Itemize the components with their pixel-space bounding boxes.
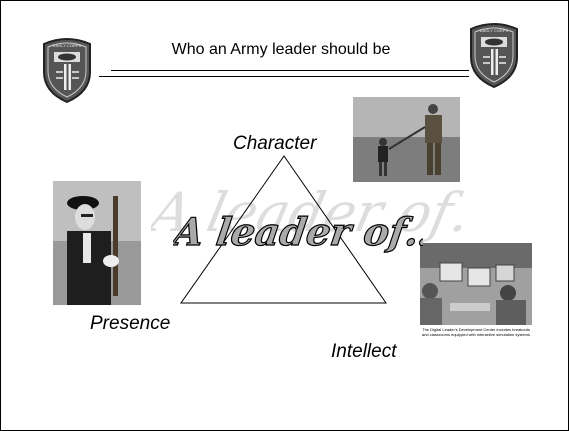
slide-title: Who an Army leader should be [171,41,391,58]
character-label: Character [233,133,317,154]
svg-text:A leader of…: A leader of… [151,181,471,244]
photo-caption: The Digital Leader's Development Center … [421,327,531,337]
svg-text:A leader of…: A leader of… [173,210,423,255]
watermark-text: A leader of… [151,181,471,244]
badge-text-top: EAGLY CORPS [53,43,82,48]
left-badge-icon: EAGLY CORPS [43,38,91,104]
presence-label: Presence [90,313,171,334]
character-photo [353,97,460,182]
presence-photo [53,181,141,305]
badge-text-top-right: EAGLY CORPS [480,28,509,33]
right-badge-icon: EAGLY CORPS [470,23,518,89]
triangle-diagram [180,155,387,304]
center-heading: A leader of… [173,210,423,256]
title-rule-top [111,70,469,71]
intellect-label: Intellect [331,341,397,362]
title-rule-bottom [99,76,469,77]
intellect-photo [420,243,532,325]
